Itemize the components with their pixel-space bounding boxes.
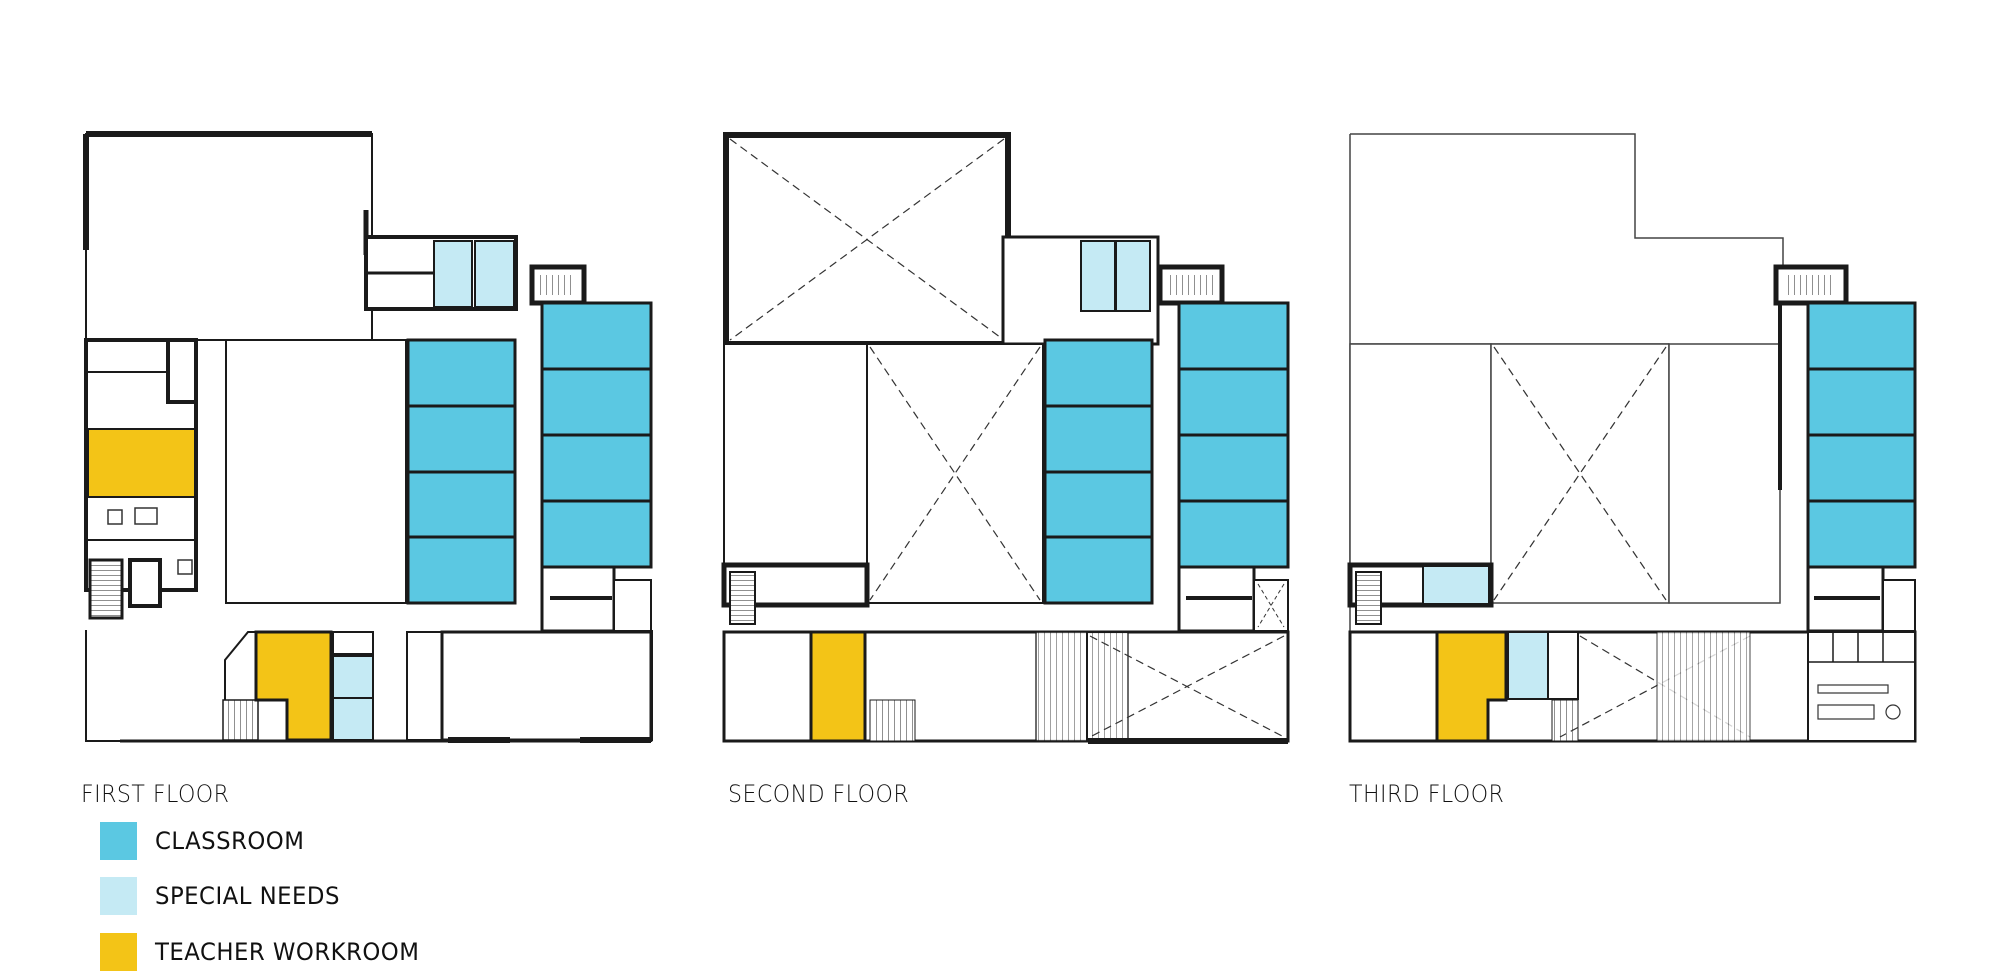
floor-title-second: SECOND FLOOR xyxy=(728,780,910,808)
special-needs-room xyxy=(1115,240,1151,312)
classroom-column-a xyxy=(1043,338,1154,605)
classroom-swatch-icon xyxy=(100,822,137,860)
teacher-workroom xyxy=(254,630,333,742)
teacher-workroom xyxy=(809,630,867,743)
special-needs-room xyxy=(433,240,473,308)
legend-item-teacher-workroom: TEACHER WORKROOM xyxy=(100,933,433,971)
special-needs-room xyxy=(1422,565,1490,605)
teacher-workroom xyxy=(1435,630,1508,743)
legend-label: TEACHER WORKROOM xyxy=(155,938,420,966)
third-floor-plan xyxy=(1347,133,1917,743)
classroom-column-b xyxy=(540,301,653,569)
legend-label: SPECIAL NEEDS xyxy=(155,882,340,910)
special-needs-room xyxy=(1080,240,1116,312)
floor-title-first: FIRST FLOOR xyxy=(81,780,230,808)
classroom-column-b xyxy=(1177,301,1290,569)
classroom-column-b xyxy=(1806,301,1917,569)
legend-item-classroom: CLASSROOM xyxy=(100,822,312,860)
floor-title-third: THIRD FLOOR xyxy=(1349,780,1505,808)
special-needs-room xyxy=(332,697,374,741)
classroom-column-a xyxy=(406,338,517,605)
first-floor-plan xyxy=(83,131,653,743)
special-needs-swatch-icon xyxy=(100,877,137,915)
special-needs-room xyxy=(332,655,374,699)
second-floor-plan xyxy=(721,132,1290,744)
teacher-workroom xyxy=(87,428,196,498)
legend-item-special-needs: SPECIAL NEEDS xyxy=(100,877,350,915)
teacher-workroom-swatch-icon xyxy=(100,933,137,971)
special-needs-room xyxy=(474,240,515,308)
legend-label: CLASSROOM xyxy=(155,827,305,855)
special-needs-room xyxy=(1507,631,1549,700)
